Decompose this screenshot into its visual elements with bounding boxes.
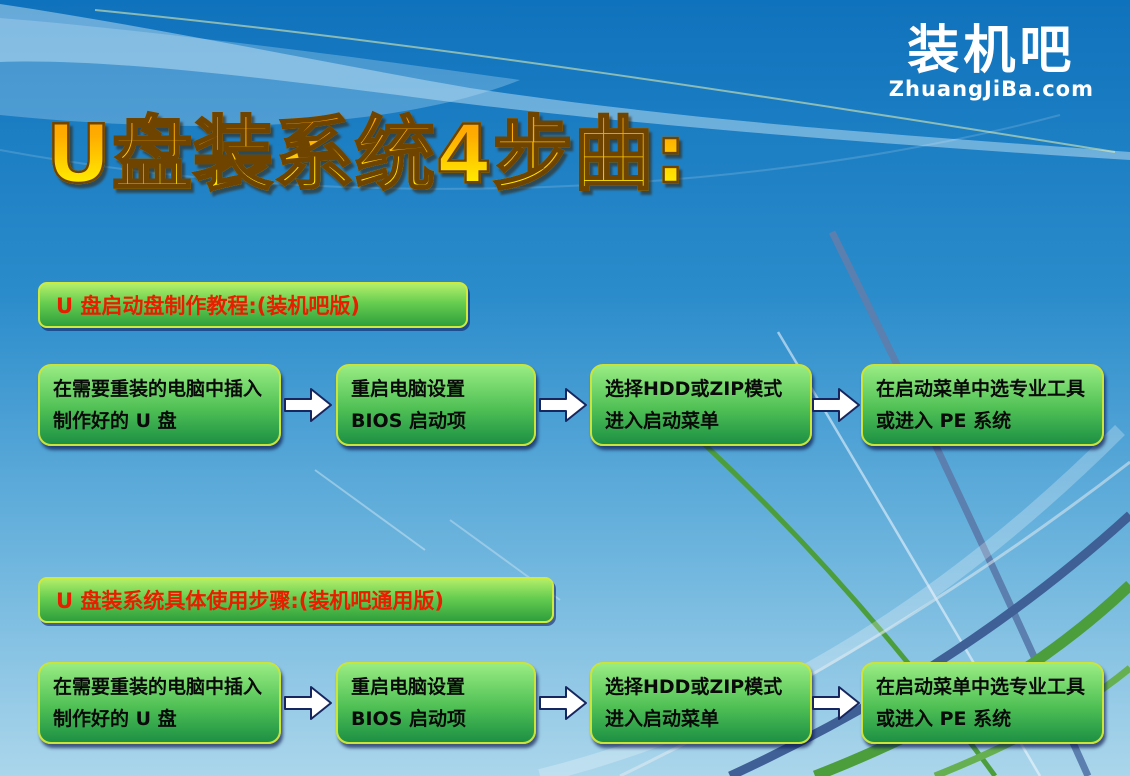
- step-text: 重启电脑设置 BIOS 启动项: [351, 377, 467, 432]
- right-arrow-icon: [539, 388, 587, 422]
- section1-step1-box: 在需要重装的电脑中插入制作好的 U 盘: [38, 364, 281, 446]
- right-arrow-icon: [812, 686, 860, 720]
- step-text: 在启动菜单中选专业工具或进入 PE 系统: [876, 377, 1086, 432]
- step-text: 在需要重装的电脑中插入制作好的 U 盘: [53, 377, 263, 432]
- section2-step2-box: 重启电脑设置 BIOS 启动项: [336, 662, 536, 744]
- section2-step4-box: 在启动菜单中选专业工具或进入 PE 系统: [861, 662, 1104, 744]
- section2-step1-box: 在需要重装的电脑中插入制作好的 U 盘: [38, 662, 281, 744]
- right-arrow-icon: [812, 388, 860, 422]
- section1-step4-box: 在启动菜单中选专业工具或进入 PE 系统: [861, 364, 1104, 446]
- step-text: 选择HDD或ZIP模式进入启动菜单: [605, 377, 783, 432]
- section2-heading-text: U 盘装系统具体使用步骤:(装机吧通用版): [56, 589, 444, 613]
- right-arrow-icon: [284, 686, 332, 720]
- section2-heading-banner: U 盘装系统具体使用步骤:(装机吧通用版): [38, 577, 554, 623]
- page-title: U盘装系统4步曲:: [45, 90, 688, 206]
- section1-step3-box: 选择HDD或ZIP模式进入启动菜单: [590, 364, 812, 446]
- section1-heading-text: U 盘启动盘制作教程:(装机吧版): [56, 294, 360, 318]
- section1-heading-banner: U 盘启动盘制作教程:(装机吧版): [38, 282, 468, 328]
- step-text: 在启动菜单中选专业工具或进入 PE 系统: [876, 675, 1086, 730]
- logo-site-url: ZhuangJiBa.com: [888, 76, 1094, 101]
- streak: [314, 469, 426, 551]
- right-arrow-icon: [284, 388, 332, 422]
- right-arrow-icon: [539, 686, 587, 720]
- step-text: 重启电脑设置 BIOS 启动项: [351, 675, 467, 730]
- step-text: 选择HDD或ZIP模式进入启动菜单: [605, 675, 783, 730]
- logo-brand-text: 装机吧: [907, 21, 1076, 81]
- section2-step3-box: 选择HDD或ZIP模式进入启动菜单: [590, 662, 812, 744]
- section1-step2-box: 重启电脑设置 BIOS 启动项: [336, 364, 536, 446]
- site-logo: 装机吧 ZhuangJiBa.com: [889, 24, 1094, 101]
- step-text: 在需要重装的电脑中插入制作好的 U 盘: [53, 675, 263, 730]
